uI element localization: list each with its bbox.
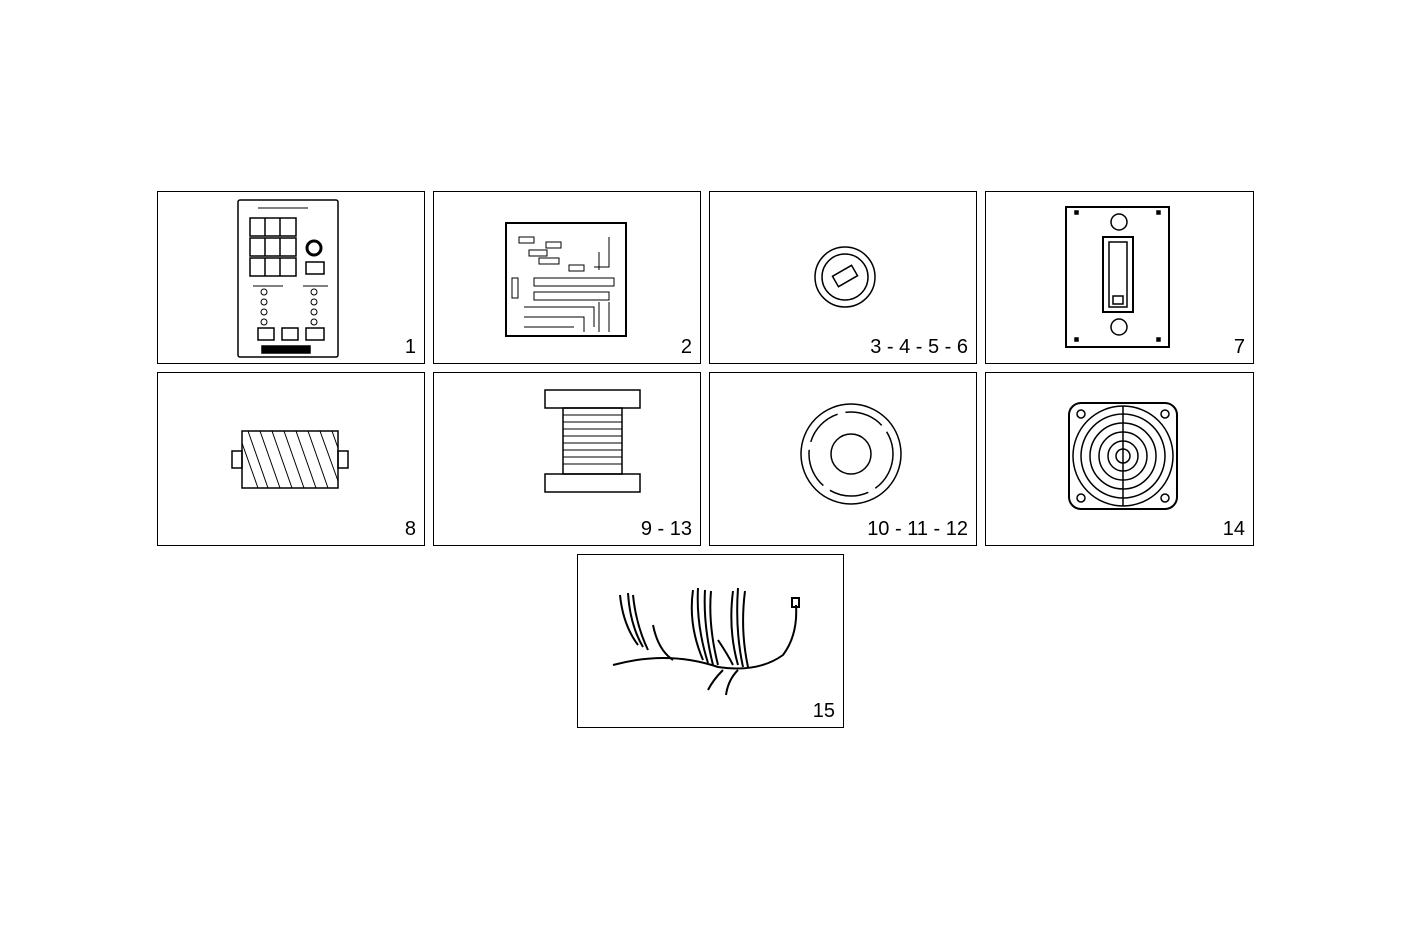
rocker-switch-icon	[986, 192, 1255, 365]
control-panel-icon	[158, 192, 426, 365]
circuit-board-icon	[434, 192, 702, 365]
part-number-label: 1	[404, 336, 416, 358]
part-panel-2: 2	[433, 191, 701, 364]
part-number-label: 14	[1222, 518, 1245, 540]
knob-switch-icon	[710, 192, 978, 365]
part-panel-9-13: 9 - 13	[433, 372, 701, 546]
gasket-icon	[710, 373, 978, 547]
part-panel-3-4-5-6: 3 - 4 - 5 - 6	[709, 191, 977, 364]
part-number-label: 7	[1233, 336, 1245, 358]
part-panel-15: 15	[577, 554, 844, 728]
part-number-label: 9 - 13	[640, 518, 692, 540]
part-panel-7: 7	[985, 191, 1254, 364]
part-number-label: 3 - 4 - 5 - 6	[870, 336, 968, 358]
wiring-harness-icon	[578, 555, 845, 729]
part-number-label: 10 - 11 - 12	[867, 518, 968, 540]
heating-element-icon	[158, 373, 426, 547]
spool-icon	[434, 373, 702, 547]
part-panel-1: 1	[157, 191, 425, 364]
part-panel-10-11-12: 10 - 11 - 12	[709, 372, 977, 546]
part-panel-14: 14	[985, 372, 1254, 546]
part-number-label: 15	[812, 700, 835, 722]
part-panel-8: 8	[157, 372, 425, 546]
part-number-label: 8	[404, 518, 416, 540]
part-number-label: 2	[680, 336, 692, 358]
fan-grille-icon	[986, 373, 1255, 547]
